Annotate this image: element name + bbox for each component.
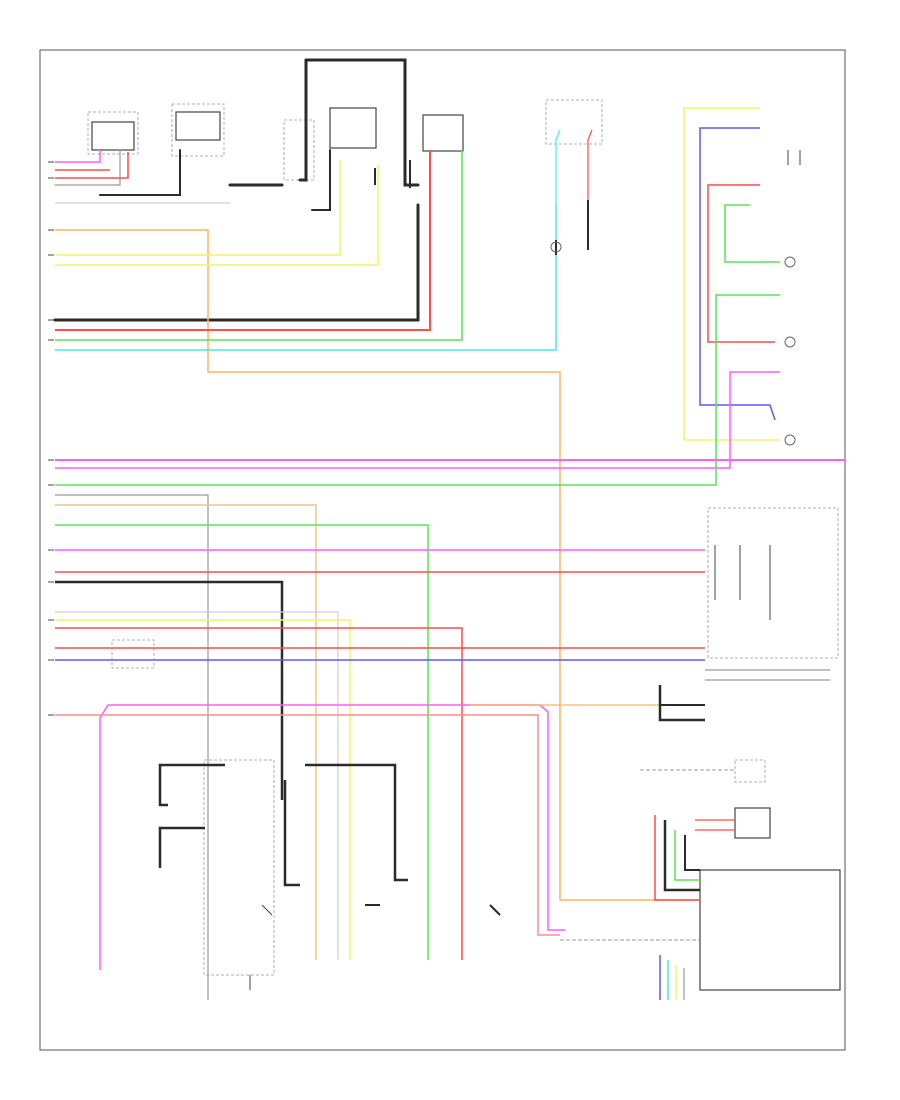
wire-blue-right [699, 127, 776, 421]
wire-black-1 [298, 58, 308, 182]
wire-salmon-down [55, 714, 560, 936]
wire-group-black [53, 58, 420, 322]
wire-group-lower [55, 704, 660, 970]
wire-black-vert [55, 580, 284, 800]
wire-red-bus [55, 150, 431, 331]
wire-group-yellow-top [55, 160, 700, 901]
wire-group-top-left [55, 150, 230, 204]
wire-yellow-right [683, 107, 780, 441]
lower-right-switch [560, 759, 841, 1000]
wire-yellow-2 [55, 165, 379, 266]
wire-gray-vert [55, 494, 209, 1000]
wire-red-right-1 [707, 184, 775, 343]
wire-black-3 [311, 149, 331, 211]
seat-belt-switch [550, 129, 593, 255]
left-connector-ticks [48, 161, 54, 716]
wire-tan-vert [55, 504, 317, 960]
wire-green-vert [55, 524, 429, 960]
wire-yellow-1 [55, 160, 341, 256]
lower-left-module [158, 759, 501, 990]
wire-pink-right [55, 371, 780, 469]
wire-group-right-upper [55, 107, 845, 486]
wire-black-6 [99, 149, 181, 196]
wire-white-3 [55, 611, 339, 960]
wire-black-2 [304, 58, 420, 187]
wire-black-5 [53, 203, 420, 322]
wire-green-right-1 [724, 204, 780, 263]
wire-yellow-vert [55, 619, 351, 960]
wire-red-vert [55, 627, 463, 960]
wire-green-right-2 [55, 294, 780, 486]
wire-group-middle [55, 494, 705, 1000]
wire-black-7 [54, 149, 121, 186]
diagram-border [39, 49, 846, 1051]
wire-green-bus [55, 150, 463, 341]
wire-orange-long [55, 229, 700, 901]
combination-meter [658, 507, 839, 722]
